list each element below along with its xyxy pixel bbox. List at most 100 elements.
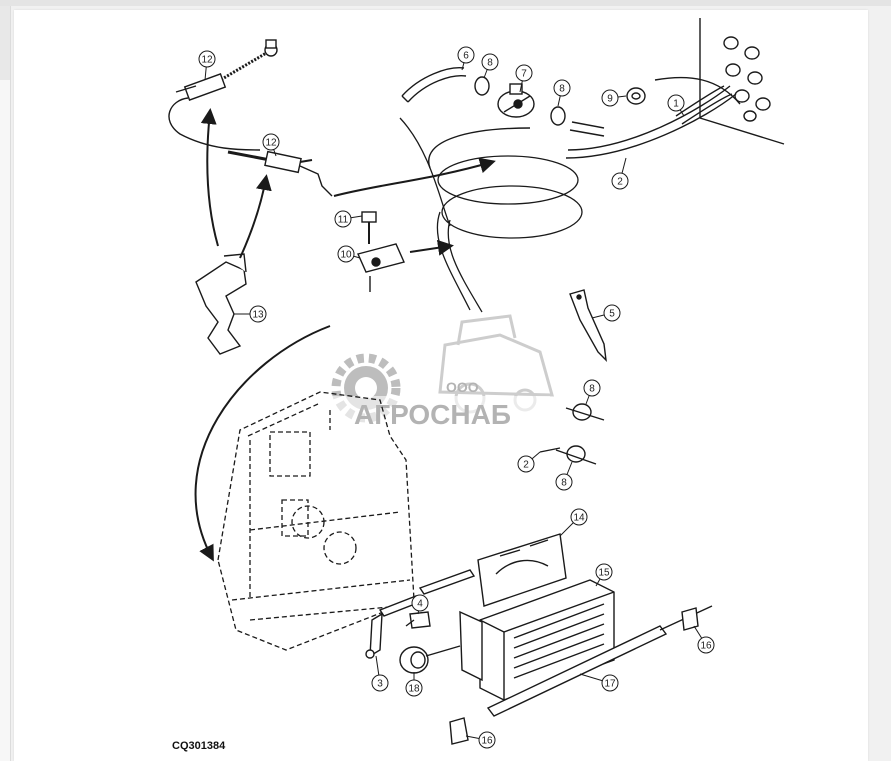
callout-circle xyxy=(337,245,355,263)
control-cable-lower xyxy=(227,150,333,197)
gear-logo-icon xyxy=(331,353,401,423)
callout-6: 6 xyxy=(457,46,475,71)
callout-number: 8 xyxy=(561,478,567,489)
lever-clip xyxy=(405,611,431,629)
callout-3: 3 xyxy=(371,655,389,692)
callout-number: 3 xyxy=(377,679,383,690)
callout-number: 7 xyxy=(521,69,527,80)
callout-number: 4 xyxy=(417,599,423,610)
callout-circle xyxy=(517,455,535,473)
callout-circle xyxy=(603,304,621,322)
callout-number: 12 xyxy=(201,55,213,66)
callout-circle xyxy=(583,379,601,397)
callout-number: 12 xyxy=(265,138,277,149)
callout-number: 8 xyxy=(487,58,493,69)
callout-circle xyxy=(570,508,588,526)
callout-16a: 16 xyxy=(693,625,715,654)
hose-strap xyxy=(569,289,607,362)
callout-number: 2 xyxy=(617,177,623,188)
callout-number: 9 xyxy=(607,94,613,105)
callout-circle xyxy=(411,594,429,612)
watermark-name: АГРОСНАБ xyxy=(354,399,511,430)
callout-circle xyxy=(478,731,496,749)
callout-4: 4 xyxy=(411,594,429,615)
mounting-brackets xyxy=(449,607,699,745)
callout-number: 17 xyxy=(604,679,616,690)
callout-2a: 2 xyxy=(611,157,629,190)
control-knob xyxy=(399,645,461,674)
callout-circle xyxy=(667,94,685,112)
retaining-strap xyxy=(195,253,247,355)
callout-2b: 2 xyxy=(517,451,541,473)
callout-circle xyxy=(515,64,533,82)
callout-number: 15 xyxy=(598,568,610,579)
callout-number: 8 xyxy=(559,84,565,95)
callout-number: 11 xyxy=(338,215,349,226)
callout-12a: 12 xyxy=(198,50,216,81)
callout-number: 8 xyxy=(589,384,595,395)
left-edge-panel xyxy=(0,6,11,761)
hose-clamps-upper xyxy=(474,76,566,126)
callout-7: 7 xyxy=(515,64,533,93)
figure-code: CQ301384 xyxy=(172,740,226,752)
callout-circle xyxy=(601,674,619,692)
callout-circle xyxy=(371,674,389,692)
callout-circle xyxy=(334,210,352,228)
heater-housing xyxy=(217,391,415,651)
heater-hoses xyxy=(401,67,741,169)
callout-8b: 8 xyxy=(553,79,571,107)
callout-number: 5 xyxy=(609,309,615,320)
callout-circle xyxy=(262,133,280,151)
callout-number: 16 xyxy=(481,736,493,747)
combine-harvester-icon xyxy=(438,314,554,414)
left-edge-tab xyxy=(0,6,10,80)
watermark-prefix: ООО xyxy=(446,379,479,395)
callout-8a: 8 xyxy=(481,53,499,79)
callout-number: 14 xyxy=(573,513,585,524)
callout-8d: 8 xyxy=(555,461,573,491)
callout-13: 13 xyxy=(234,305,267,323)
grommet xyxy=(626,87,646,105)
callout-circle xyxy=(555,473,573,491)
control-cable-upper xyxy=(168,39,278,151)
callout-16b: 16 xyxy=(465,731,496,749)
callout-1: 1 xyxy=(667,94,685,117)
callout-11: 11 xyxy=(334,210,363,228)
callout-12b: 12 xyxy=(262,133,280,157)
callout-number: 1 xyxy=(673,99,679,110)
flow-arrows xyxy=(194,108,496,562)
callout-number: 6 xyxy=(463,51,469,62)
callout-15: 15 xyxy=(595,563,613,587)
hose-clamps-lower xyxy=(539,403,605,465)
callout-circle xyxy=(457,46,475,64)
callout-circle xyxy=(595,563,613,581)
callout-circle xyxy=(601,89,619,107)
callout-circle xyxy=(198,50,216,68)
callout-9: 9 xyxy=(601,89,627,107)
callout-circle xyxy=(697,636,715,654)
top-edge-bar xyxy=(0,0,891,6)
cover-plate xyxy=(477,533,567,607)
callout-14: 14 xyxy=(559,508,588,537)
callout-circle xyxy=(611,172,629,190)
coiled-tube xyxy=(399,117,583,313)
watermark: ООО АГРОСНАБ xyxy=(331,314,554,430)
control-lever xyxy=(365,612,383,659)
callout-circle xyxy=(249,305,267,323)
callout-circle xyxy=(553,79,571,97)
callout-10: 10 xyxy=(337,245,361,263)
callout-circle xyxy=(481,53,499,71)
callout-number: 18 xyxy=(408,684,420,695)
callout-number: 13 xyxy=(252,310,264,321)
cab-wall xyxy=(699,18,785,145)
callout-8c: 8 xyxy=(583,379,601,405)
bolt xyxy=(361,211,377,244)
water-valve xyxy=(497,83,535,118)
callout-number: 16 xyxy=(700,641,712,652)
callout-number: 10 xyxy=(340,250,352,261)
callout-17: 17 xyxy=(579,673,619,692)
callout-18: 18 xyxy=(405,672,423,697)
cable-clip xyxy=(357,243,405,292)
